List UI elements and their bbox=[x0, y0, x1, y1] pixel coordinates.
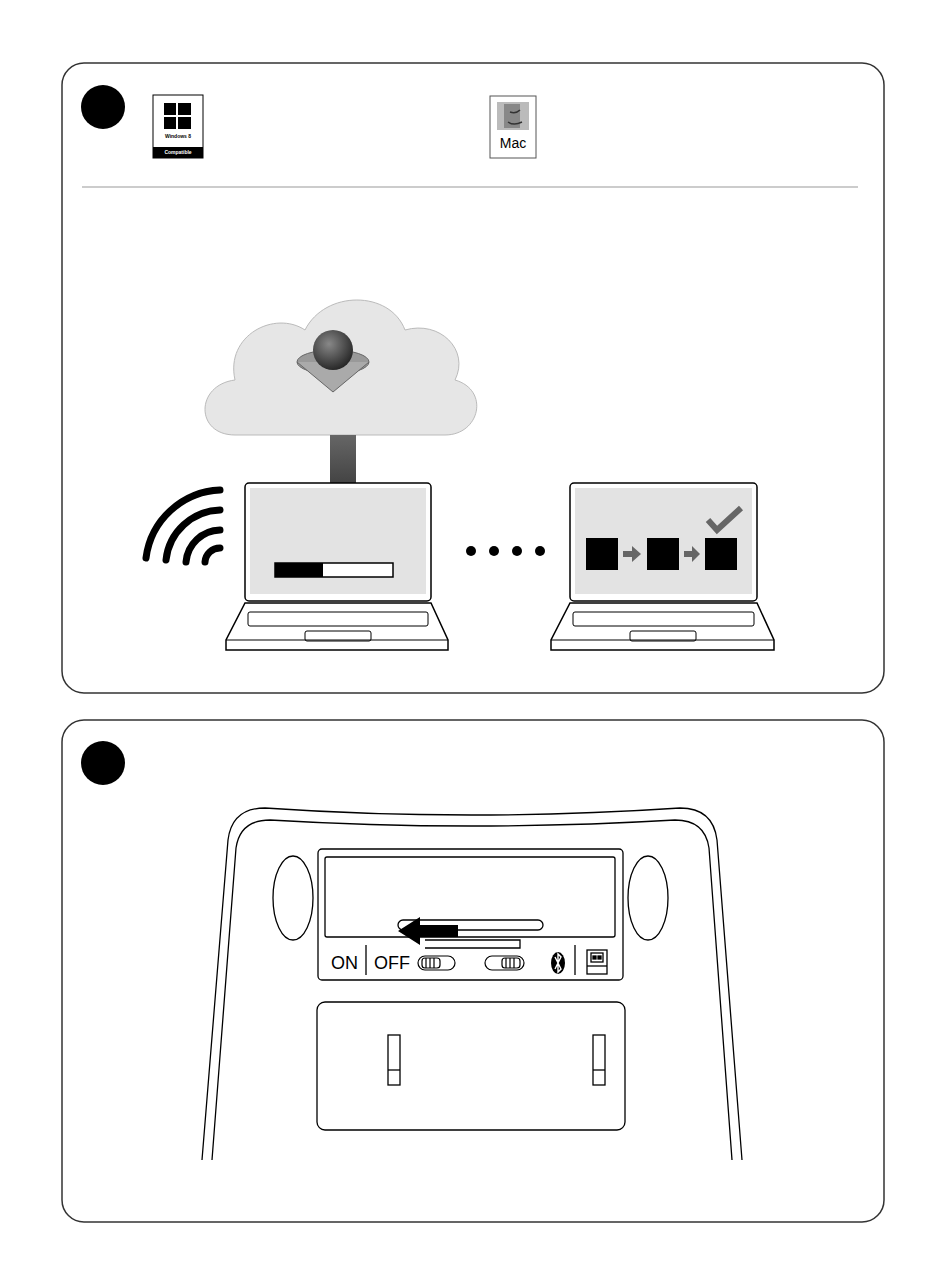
wifi-icon bbox=[146, 490, 220, 562]
mac-logo bbox=[490, 96, 536, 158]
mouse-underside bbox=[202, 808, 742, 1160]
switch-label: OFF bbox=[374, 954, 410, 972]
cloud bbox=[205, 300, 477, 435]
laptop bbox=[551, 483, 774, 650]
windows-logo bbox=[153, 95, 203, 158]
bluetooth-icon bbox=[551, 952, 565, 974]
panel bbox=[62, 63, 884, 693]
switch-label: ON bbox=[331, 954, 358, 972]
logo-text: Mac bbox=[500, 136, 526, 150]
logo-text: Windows 8 bbox=[165, 134, 191, 139]
switches bbox=[418, 956, 524, 970]
slide-arrow bbox=[398, 917, 458, 945]
laptop bbox=[226, 483, 448, 650]
receiver-icon bbox=[587, 950, 607, 974]
panel bbox=[62, 720, 884, 1222]
logo-text: Compatible bbox=[164, 150, 191, 155]
step-marker bbox=[81, 85, 125, 129]
trackball-icon bbox=[297, 330, 369, 392]
progress-dots bbox=[466, 546, 545, 556]
step-marker bbox=[81, 741, 125, 785]
